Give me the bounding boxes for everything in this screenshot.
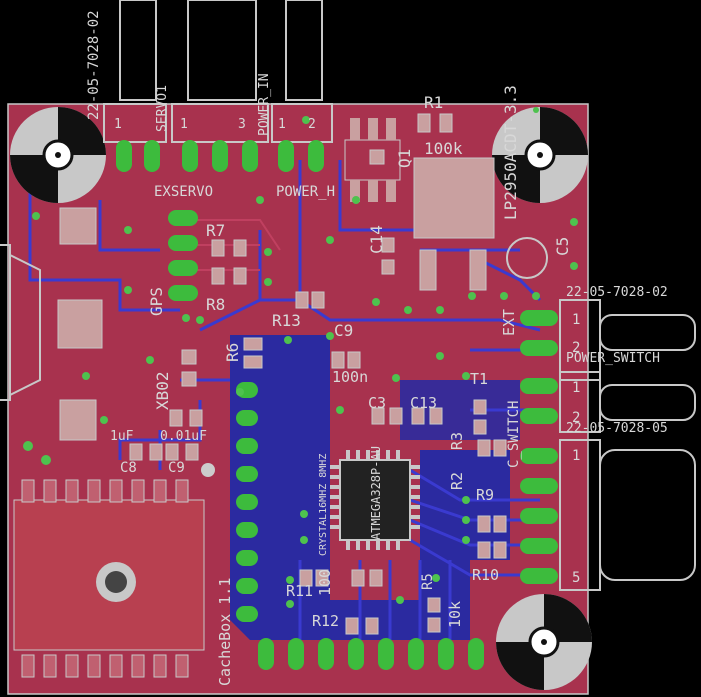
label-001uf: 0.01uF — [160, 429, 207, 444]
label-exservo: EXSERVO — [154, 184, 213, 200]
label-r1: R1 — [424, 93, 443, 112]
label-c5: C5 — [553, 237, 572, 256]
label-servo: SERVO1 — [155, 85, 170, 132]
label-c9: C9 — [168, 460, 185, 476]
label-mcu: ATMEGA328P-AU — [369, 446, 383, 540]
label-pin1-servo: 1 — [114, 117, 122, 132]
top-header-pads — [116, 140, 324, 172]
label-cachebox: CacheBox 1.1 — [216, 578, 234, 686]
label-power-header: POWER_H — [276, 184, 335, 200]
label-r2: R2 — [448, 472, 466, 490]
bottom-copper-region-2 — [400, 380, 520, 440]
label-r3: R3 — [448, 432, 466, 450]
label-conn-right-2: 22-05-7028-05 — [566, 421, 668, 436]
label-pin3-power: 3 — [238, 117, 246, 132]
top-connectors-outline — [103, 0, 333, 143]
label-r13: R13 — [272, 311, 301, 330]
label-pin2-c1b: 2 — [572, 410, 580, 426]
label-pin1-c1b: 1 — [572, 380, 580, 396]
label-ext: EXT — [500, 309, 518, 336]
label-power-in: POWER_IN — [257, 73, 272, 136]
label-gps: GPS — [147, 287, 166, 316]
mounting-hole-br — [496, 594, 592, 690]
label-r10: R10 — [472, 566, 499, 584]
label-crystal: CRYSTAL16MHZ 8MHZ — [318, 454, 329, 556]
smd-components — [129, 113, 507, 635]
label-r6: R6 — [223, 343, 242, 362]
label-conn-right-1: 22-05-7028-02 — [566, 285, 668, 300]
left-header-pads — [236, 382, 258, 622]
label-c-switch: C_SWITCH — [506, 401, 522, 468]
label-r9: R9 — [476, 486, 494, 504]
label-pin1-ph: 1 — [278, 117, 286, 132]
label-pin1-c2: 1 — [572, 448, 580, 464]
label-r5: R5 — [420, 573, 436, 590]
bottom-header-pads — [258, 638, 484, 670]
label-100n: 100n — [332, 368, 368, 386]
label-pin2-c1: 2 — [572, 340, 580, 356]
right-header-pads — [520, 310, 558, 584]
mounting-hole-tr — [492, 107, 588, 203]
label-power-switch: POWER_SWITCH — [566, 351, 660, 366]
vias — [23, 107, 578, 608]
label-r11: R11 — [286, 582, 313, 600]
label-q1: Q1 — [395, 149, 414, 168]
label-c8: C8 — [120, 460, 137, 476]
right-connectors-outline — [559, 299, 696, 591]
label-10k: 10k — [446, 601, 464, 628]
sd-card-footprint — [13, 463, 215, 678]
gps-header-pads — [168, 210, 198, 301]
label-c3: C3 — [368, 394, 386, 412]
label-t1: T1 — [470, 370, 488, 388]
gps-module-pads — [0, 207, 103, 441]
label-pin5-c2: 5 — [572, 570, 580, 586]
label-c14: C14 — [367, 225, 386, 254]
label-pin1-power: 1 — [180, 117, 188, 132]
label-1uf: 1uF — [110, 429, 134, 444]
label-r8: R8 — [206, 295, 225, 314]
label-xbee: XB02 — [153, 371, 172, 410]
label-c9-top: C9 — [334, 321, 353, 340]
label-100: 100 — [316, 569, 334, 596]
mounting-hole-tl — [10, 107, 106, 203]
label-r7: R7 — [206, 221, 225, 240]
label-pin1-c1: 1 — [572, 312, 580, 328]
label-conn-top-left-part: 22-05-7028-02 — [86, 10, 102, 120]
label-regulator-part: LP2950ACDT-3.3 — [501, 85, 520, 220]
voltage-regulator-footprint — [413, 157, 548, 291]
mcu-footprint — [330, 450, 420, 550]
label-r12: R12 — [312, 612, 339, 630]
label-pin2-ph: 2 — [308, 117, 316, 132]
transistor-q1-footprint — [344, 118, 401, 202]
label-c13: C13 — [410, 394, 437, 412]
label-r1-value: 100k — [424, 139, 463, 158]
